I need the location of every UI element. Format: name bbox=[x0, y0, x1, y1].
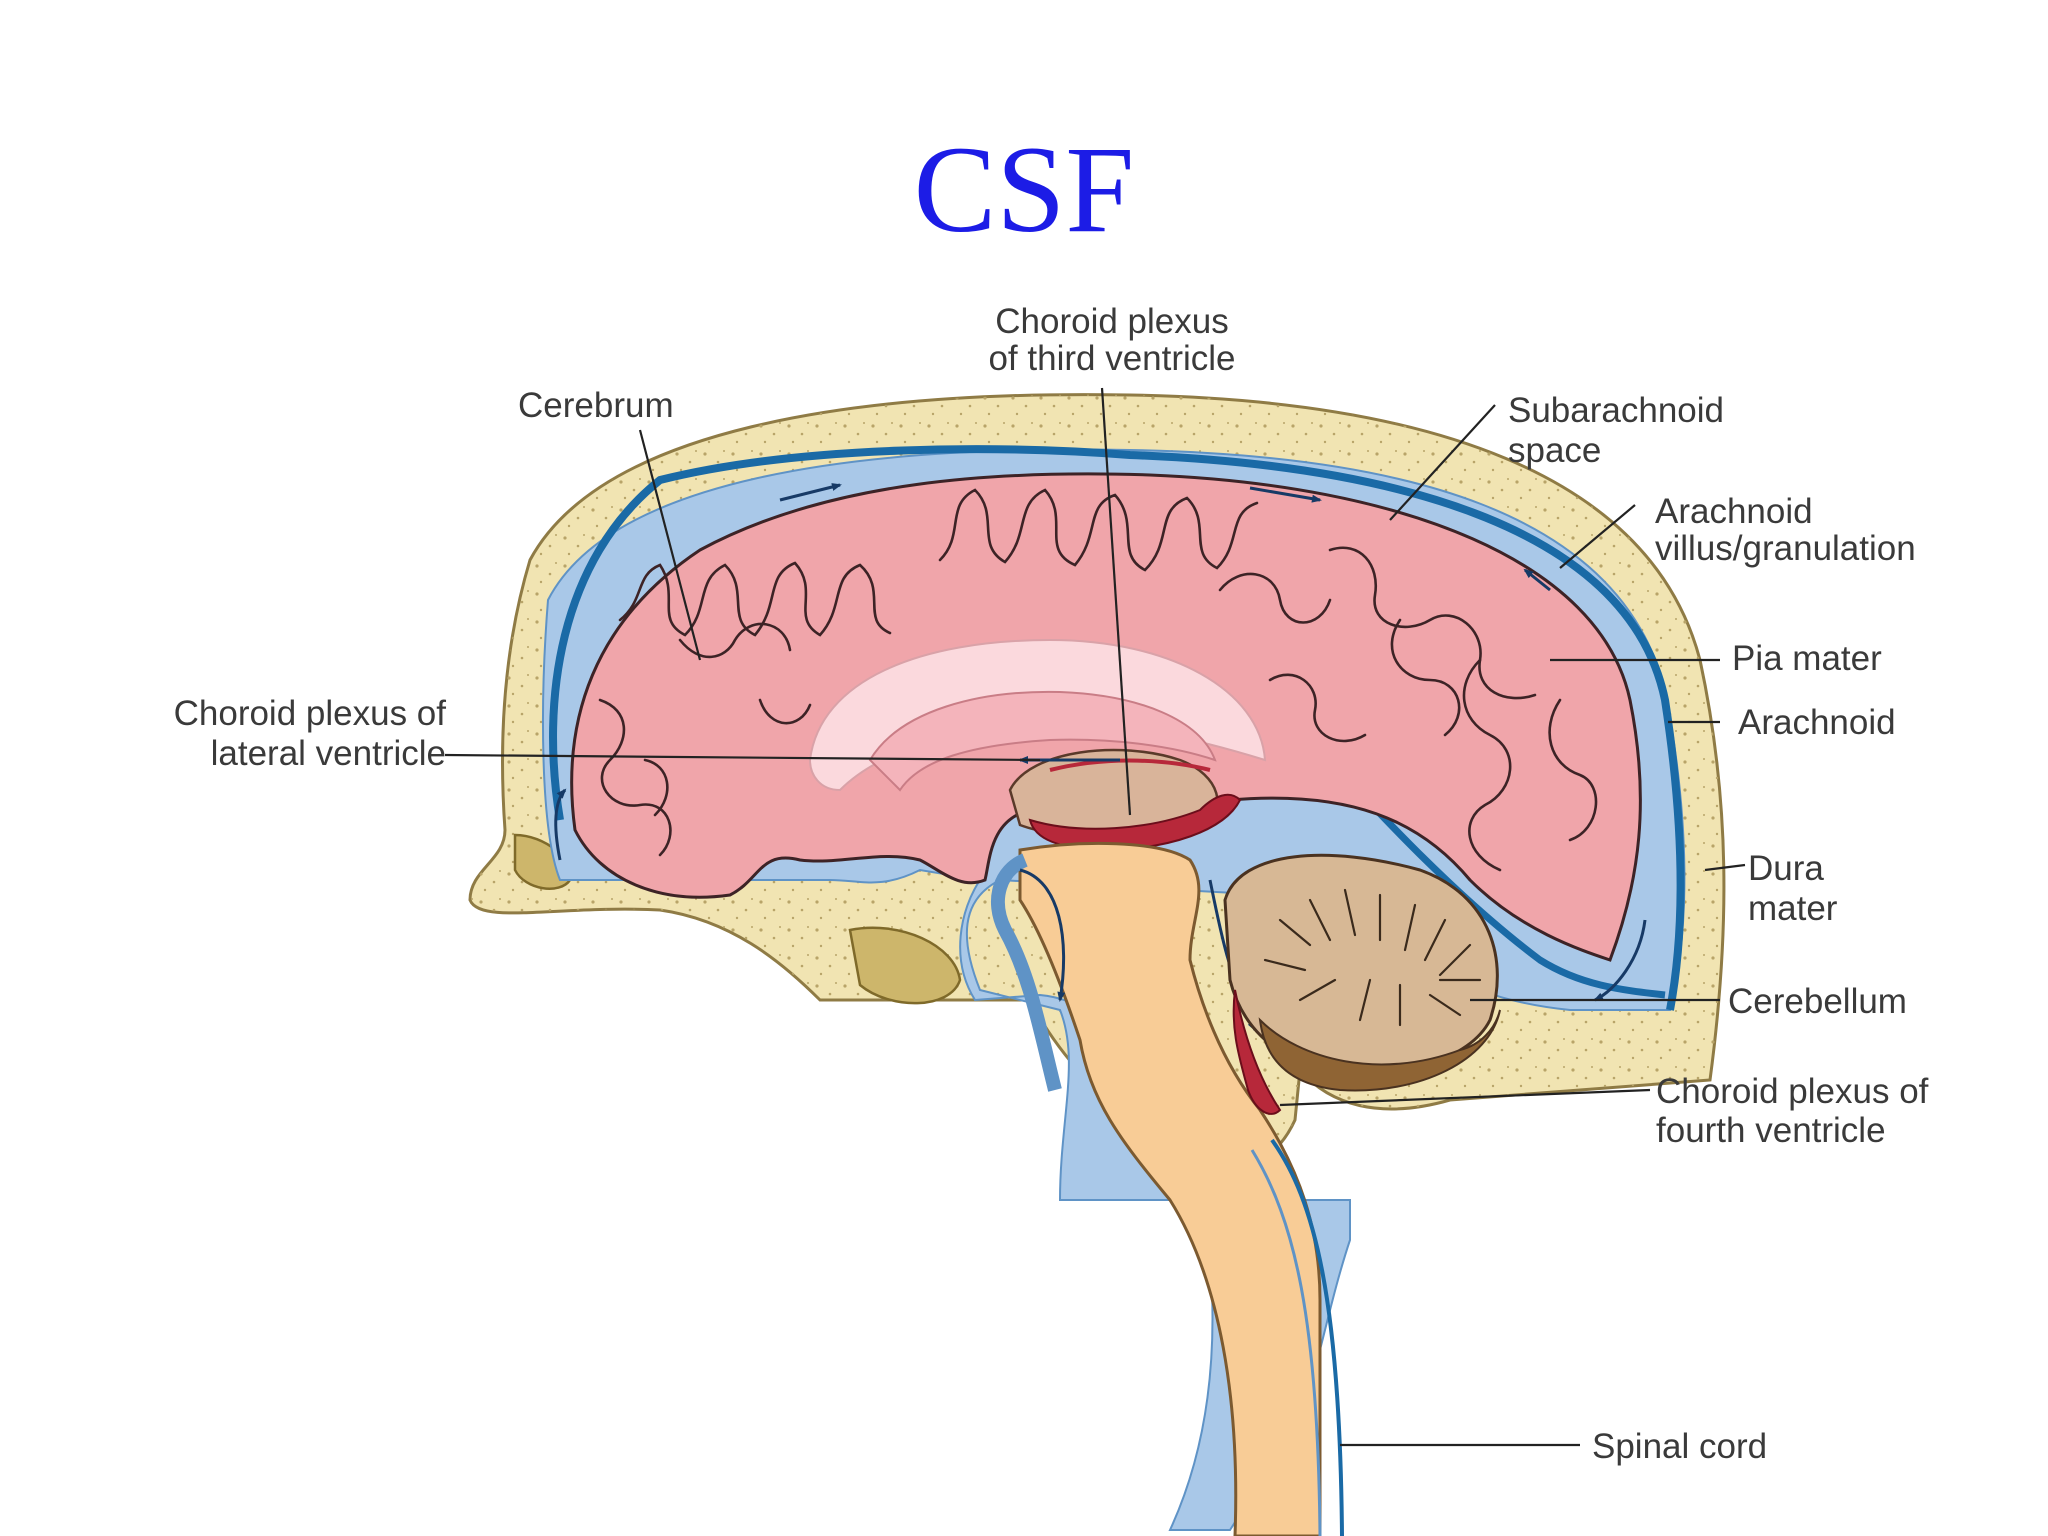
csf-flow-arrows bbox=[554, 483, 1647, 1002]
label-choroid-plexus-third-ventricle-1: Choroid plexus bbox=[995, 302, 1228, 341]
corpus-callosum bbox=[808, 638, 1267, 792]
label-subarachnoid-2: space bbox=[1508, 431, 1601, 470]
brainstem bbox=[990, 841, 1322, 1536]
label-dura-mater-2: mater bbox=[1748, 889, 1838, 928]
label-cerebellum: Cerebellum bbox=[1728, 982, 1907, 1021]
page-title: CSF bbox=[913, 121, 1135, 258]
label-pia-mater: Pia mater bbox=[1732, 639, 1882, 678]
spinal-cord-csf bbox=[1270, 1138, 1344, 1536]
leader-lines bbox=[444, 387, 1746, 1447]
label-choroid-plexus-lateral-2: lateral ventricle bbox=[211, 734, 446, 773]
choroid-plexus-lateral-ventricle bbox=[1049, 758, 1211, 772]
spinal-cord-edge bbox=[1250, 1149, 1322, 1536]
cerebellum bbox=[1223, 853, 1501, 1092]
label-arachnoid: Arachnoid bbox=[1738, 703, 1896, 742]
choroid-plexus-fourth-ventricle bbox=[1232, 989, 1282, 1115]
label-arachnoid-villus-2: villus/granulation bbox=[1655, 529, 1916, 568]
label-choroid-plexus-fourth-2: fourth ventricle bbox=[1656, 1111, 1886, 1150]
label-dura-mater-1: Dura bbox=[1748, 849, 1824, 888]
label-cerebrum: Cerebrum bbox=[518, 386, 674, 425]
label-choroid-plexus-third-ventricle-2: of third ventricle bbox=[988, 339, 1235, 378]
arachnoid-membrane bbox=[549, 445, 1685, 1011]
label-choroid-plexus-fourth-1: Choroid plexus of bbox=[1656, 1072, 1929, 1111]
label-arachnoid-villus-1: Arachnoid bbox=[1655, 492, 1813, 531]
label-choroid-plexus-lateral-1: Choroid plexus of bbox=[174, 694, 447, 733]
label-subarachnoid-1: Subarachnoid bbox=[1508, 391, 1724, 430]
label-spinal-cord: Spinal cord bbox=[1592, 1427, 1767, 1466]
